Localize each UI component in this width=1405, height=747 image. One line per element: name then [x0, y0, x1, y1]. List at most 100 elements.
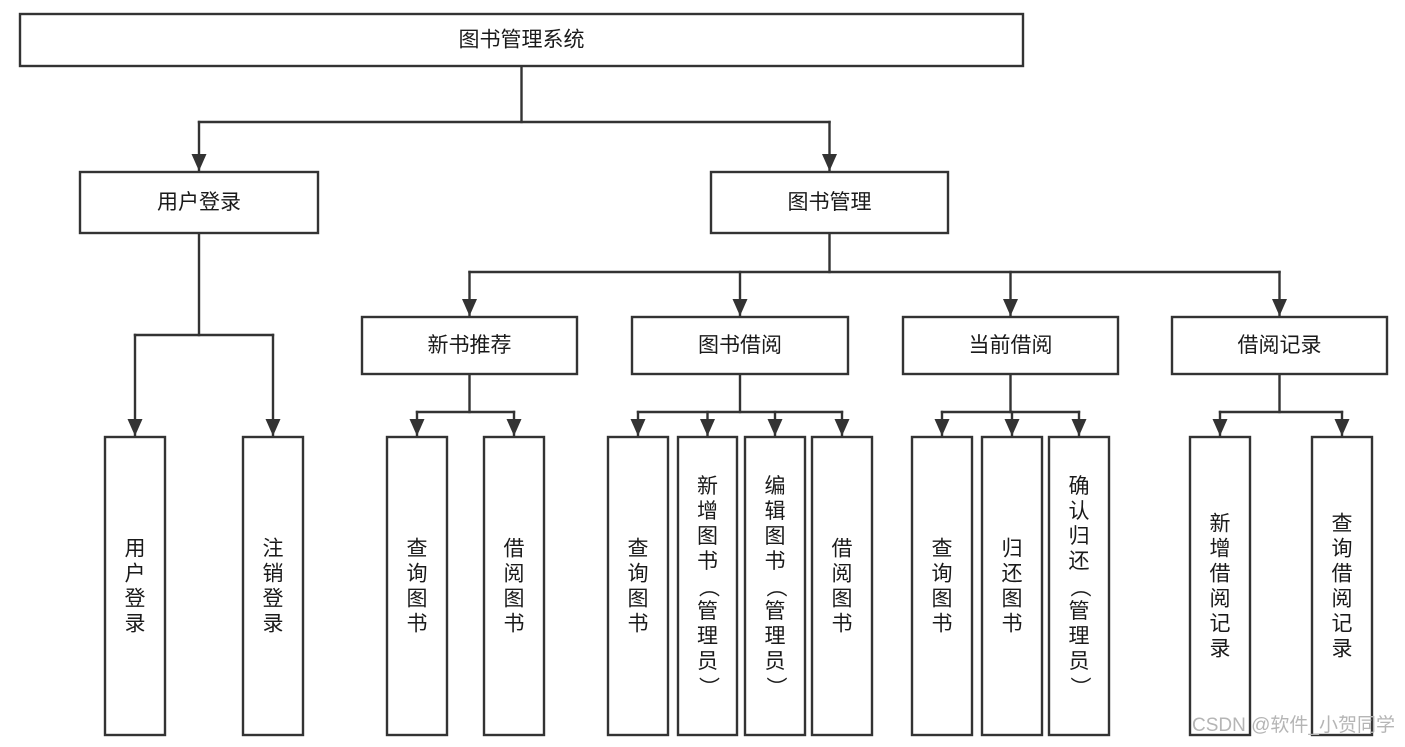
- node-label-char: 询: [407, 563, 428, 586]
- node-label-char: 记: [1332, 613, 1353, 636]
- arrow-head-icon: [934, 419, 950, 436]
- node-label-char: ）: [1068, 677, 1091, 698]
- node-level3-current-borrow[interactable]: 当前借阅: [901, 315, 1120, 376]
- connector-group: [462, 231, 1287, 317]
- arrow-head-icon: [265, 419, 281, 436]
- node-label-char: 员: [1069, 650, 1090, 673]
- connector-group: [630, 372, 850, 437]
- node-level3-book-borrow[interactable]: 图书借阅: [630, 315, 850, 376]
- node-box: [360, 315, 579, 376]
- connector-group: [409, 372, 522, 437]
- arrow-head-icon: [1212, 419, 1228, 436]
- node-label-char: 阅: [1210, 588, 1231, 611]
- node-label-char: 辑: [765, 500, 786, 523]
- node-label: 图书管理: [788, 191, 872, 214]
- node-label-char: 新: [1210, 513, 1231, 536]
- arrow-head-icon: [506, 419, 522, 436]
- node-label-char: ）: [764, 677, 787, 698]
- arrow-head-icon: [767, 419, 783, 436]
- arrow-head-icon: [630, 419, 646, 436]
- node-box: [743, 435, 807, 737]
- node-label-char: 图: [628, 588, 649, 611]
- node-label-char: 询: [932, 563, 953, 586]
- node-box: [980, 435, 1044, 737]
- node-label-char: 阅: [504, 563, 525, 586]
- node-leaf-leaf-user-login[interactable]: 用户登录: [103, 435, 167, 737]
- arrow-head-icon: [1334, 419, 1350, 436]
- node-label-char: （: [764, 577, 787, 598]
- node-label-char: 图: [407, 588, 428, 611]
- node-label-char: 阅: [1332, 588, 1353, 611]
- node-box: [606, 435, 670, 737]
- node-label: 新书推荐: [428, 334, 512, 357]
- csdn-watermark: CSDN @软件_小贺同学: [1192, 714, 1395, 736]
- node-label-char: 增: [1210, 538, 1231, 561]
- node-label-char: 借: [832, 538, 853, 561]
- node-label-char: 录: [1210, 638, 1231, 661]
- node-label-char: 借: [1332, 563, 1353, 586]
- node-label-char: 录: [1332, 638, 1353, 661]
- node-box: [78, 170, 320, 235]
- node-label: 借阅记录: [1238, 334, 1322, 357]
- node-label-char: （: [697, 577, 720, 598]
- node-label-char: 借: [504, 538, 525, 561]
- node-box: [103, 435, 167, 737]
- node-label-char: ）: [697, 677, 720, 698]
- node-label-char: 图: [1002, 588, 1023, 611]
- node-label-char: 登: [125, 588, 146, 611]
- node-label-char: 书: [504, 613, 525, 636]
- node-label-char: 书: [407, 613, 428, 636]
- node-label-char: 归: [1069, 525, 1090, 548]
- node-label-char: 登: [263, 588, 284, 611]
- node-root[interactable]: 图书管理系统: [18, 12, 1025, 68]
- node-box: [385, 435, 449, 737]
- node-level2-book-manage[interactable]: 图书管理: [709, 170, 950, 235]
- node-box: [630, 315, 850, 376]
- arrow-head-icon: [1272, 299, 1287, 316]
- connector-edges-layer: [127, 64, 1350, 437]
- node-label: 图书管理系统: [459, 29, 585, 52]
- node-level3-borrow-record[interactable]: 借阅记录: [1170, 315, 1389, 376]
- connector-group: [934, 372, 1087, 437]
- node-box: [482, 435, 546, 737]
- arrow-head-icon: [409, 419, 425, 436]
- node-box: [18, 12, 1025, 68]
- node-label-char: 理: [1069, 625, 1090, 648]
- node-label-char: 查: [932, 538, 953, 561]
- node-label-char: 询: [628, 563, 649, 586]
- node-label-char: 户: [125, 563, 146, 586]
- node-label-char: 注: [263, 538, 284, 561]
- node-box: [709, 170, 950, 235]
- node-box: [810, 435, 874, 737]
- node-label-char: 员: [697, 650, 718, 673]
- node-label-char: 书: [832, 613, 853, 636]
- node-label-char: 图: [504, 588, 525, 611]
- node-label-char: 书: [765, 550, 786, 573]
- arrow-head-icon: [462, 299, 477, 316]
- node-label-char: 归: [1002, 538, 1023, 561]
- node-label-char: 书: [697, 550, 718, 573]
- node-label-char: 理: [765, 625, 786, 648]
- node-label-char: 查: [1332, 513, 1353, 536]
- node-box: [1188, 435, 1252, 737]
- node-box: [241, 435, 305, 737]
- node-label-char: （: [1068, 577, 1091, 598]
- arrow-head-icon: [822, 154, 837, 171]
- node-level2-user-login[interactable]: 用户登录: [78, 170, 320, 235]
- node-label-char: 确: [1069, 475, 1090, 498]
- node-label-char: 理: [697, 625, 718, 648]
- node-level3-new-book-recommend[interactable]: 新书推荐: [360, 315, 579, 376]
- node-label-char: 阅: [832, 563, 853, 586]
